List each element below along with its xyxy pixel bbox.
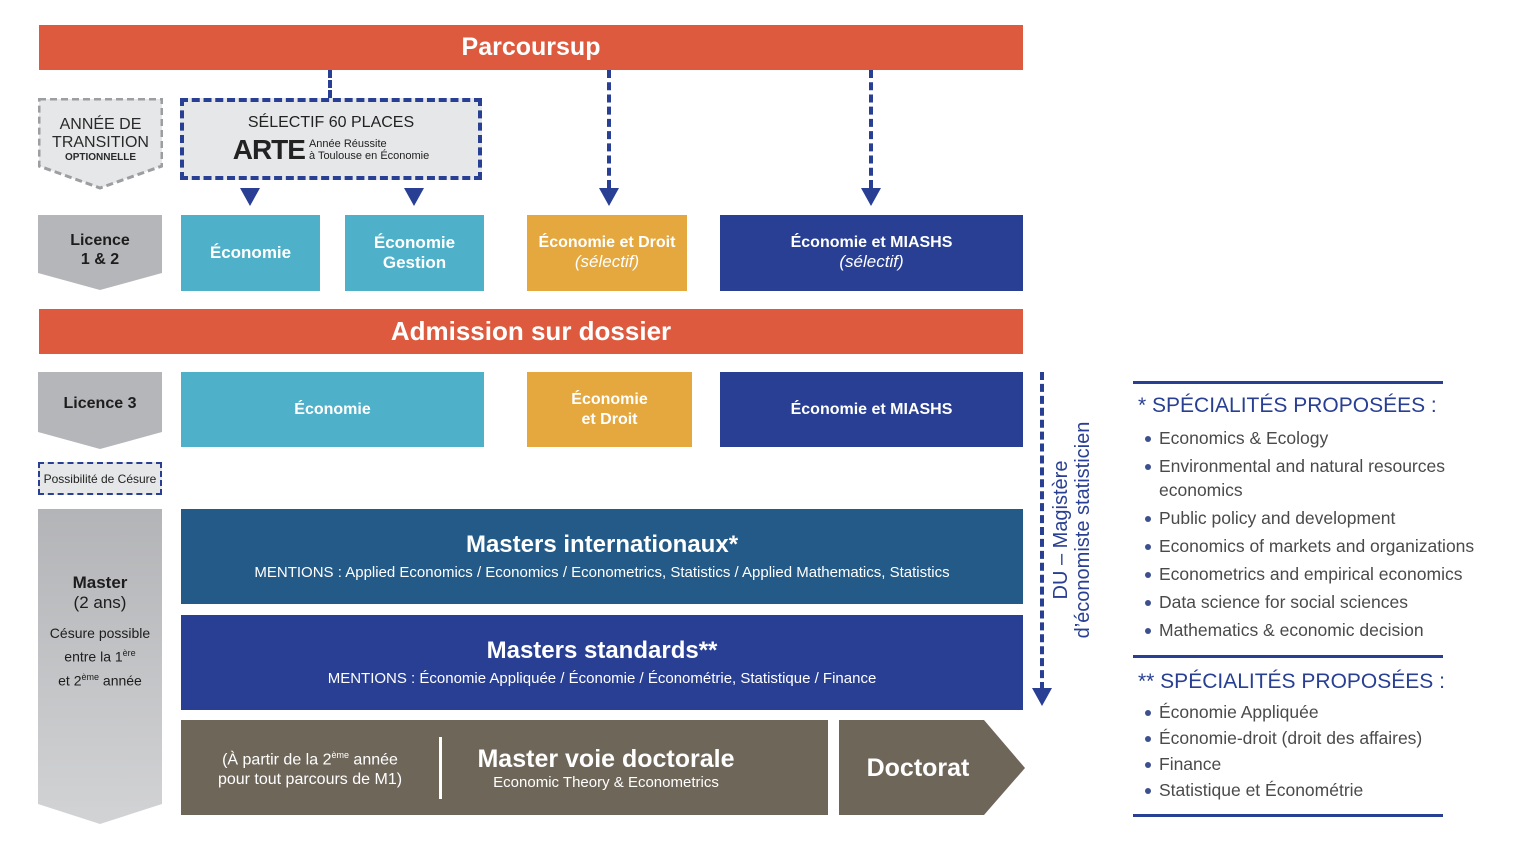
specialites-internationaux: * SPÉCIALITÉS PROPOSÉES : Economics & Ec…: [1133, 394, 1493, 646]
list-item: Econometrics and empirical economics: [1133, 562, 1493, 586]
master-step-label: Master (2 ans) Césure possible entre la …: [49, 573, 151, 689]
specialites-standards-list: Économie Appliquée Économie-droit (droit…: [1133, 700, 1493, 802]
voie-doctorale-condition: (À partir de la 2ème année pour tout par…: [217, 749, 403, 789]
list-item: Environmental and natural resources econ…: [1133, 454, 1449, 502]
specialites-standards-title: ** SPÉCIALITÉS PROPOSÉES :: [1138, 670, 1445, 693]
l3-economie: Économie: [181, 372, 484, 447]
divider: [1133, 655, 1443, 658]
masters-standards: Masters standards** MENTIONS : Économie …: [181, 615, 1023, 710]
arrow-down-icon: [240, 188, 260, 206]
masters-internationaux: Masters internationaux* MENTIONS : Appli…: [181, 509, 1023, 604]
parcoursup-banner: Parcoursup: [39, 25, 1023, 70]
specialites-internationaux-title: * SPÉCIALITÉS PROPOSÉES :: [1138, 394, 1437, 417]
l12-economie: Économie: [181, 215, 320, 291]
l12-economie-gestion: Économie Gestion: [345, 215, 484, 291]
arte-box: SÉLECTIF 60 PLACES ARTE Année Réussite à…: [180, 98, 482, 180]
list-item: Économie-droit (droit des affaires): [1133, 726, 1493, 750]
list-item: Statistique et Économétrie: [1133, 778, 1493, 802]
list-item: Economics & Ecology: [1133, 426, 1493, 450]
arrow-down-icon: [1032, 688, 1052, 706]
magistere-label: DU – Magistère d’économiste statisticien: [1050, 421, 1094, 639]
arrow-down-icon: [599, 188, 619, 206]
masters-standards-mentions: MENTIONS : Économie Appliquée / Économie…: [327, 669, 877, 687]
specialites-standards: ** SPÉCIALITÉS PROPOSÉES : Économie Appl…: [1133, 670, 1493, 804]
admission-banner: Admission sur dossier: [39, 309, 1023, 354]
list-item: Data science for social sciences: [1133, 590, 1493, 614]
arte-acronym: ARTE: [232, 134, 306, 165]
licence12-step-label: Licence 1 & 2: [70, 232, 130, 268]
masters-standards-title: Masters standards**: [486, 637, 718, 665]
list-item: Economics of markets and organizations: [1133, 534, 1493, 558]
divider: [439, 736, 442, 799]
connector-miashs: [869, 70, 873, 188]
arte-expansion-1: Année Réussite: [308, 138, 387, 150]
list-item: Mathematics & economic decision: [1133, 618, 1493, 642]
licence3-step-label: Licence 3: [63, 395, 137, 412]
list-item: Finance: [1133, 752, 1493, 776]
transition-step-label: ANNÉE DE TRANSITION OPTIONNELLE: [52, 116, 149, 163]
connector-arte: [328, 70, 332, 98]
arte-expansion-2: à Toulouse en Économie: [308, 150, 430, 162]
arrow-down-icon: [861, 188, 881, 206]
l12-economie-miashs: Économie et MIASHS (sélectif): [720, 215, 1023, 291]
masters-internationaux-mentions: MENTIONS : Applied Economics / Economics…: [254, 563, 950, 581]
divider: [1133, 814, 1443, 817]
specialites-internationaux-list: Economics & Ecology Environmental and na…: [1133, 426, 1493, 642]
l3-economie-droit: Économie et Droit: [527, 372, 692, 447]
parcoursup-label: Parcoursup: [461, 33, 601, 61]
voie-doctorale-title: Master voie doctorale: [477, 744, 735, 773]
master-voie-doctorale: (À partir de la 2ème année pour tout par…: [181, 720, 828, 815]
list-item: Économie Appliquée: [1133, 700, 1493, 724]
connector-droit: [607, 70, 611, 188]
divider: [1133, 381, 1443, 384]
licence12-step-shape: [38, 215, 162, 290]
arte-header: SÉLECTIF 60 PLACES: [247, 114, 415, 131]
cesure-box: Possibilité de Césure: [38, 462, 162, 495]
l3-economie-miashs: Économie et MIASHS: [720, 372, 1023, 447]
l12-economie-droit: Économie et Droit (sélectif): [527, 215, 687, 291]
magistere-connector: [1040, 372, 1044, 690]
doctorat-label: Doctorat: [866, 754, 970, 782]
master-step-shape: [38, 509, 162, 824]
masters-internationaux-title: Masters internationaux*: [465, 531, 739, 559]
transition-step-shape: [38, 98, 163, 190]
list-item: Public policy and development: [1133, 506, 1493, 530]
doctorat-arrow-shape: [839, 720, 1025, 815]
voie-doctorale-subtitle: Economic Theory & Econometrics: [493, 773, 719, 791]
licence3-step-shape: [38, 372, 162, 449]
arrow-down-icon: [404, 188, 424, 206]
